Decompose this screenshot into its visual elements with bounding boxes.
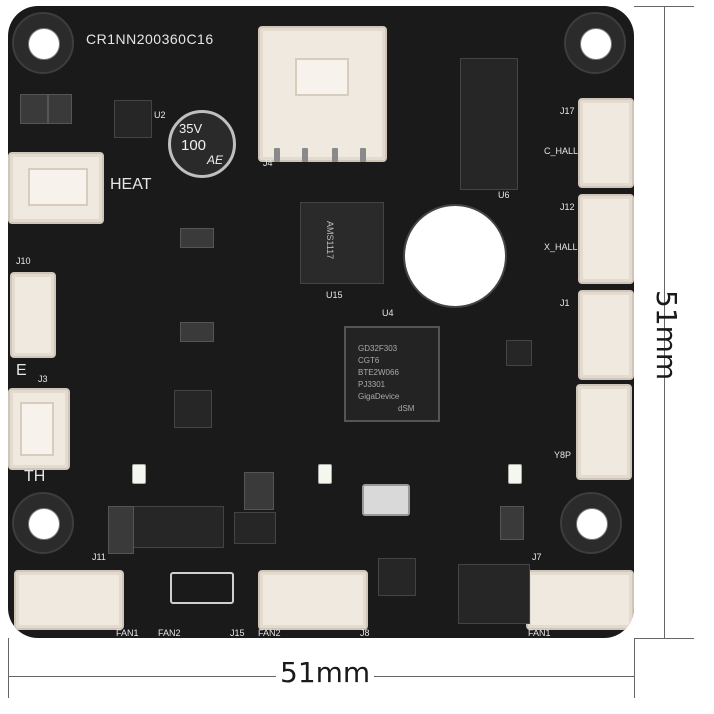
label-c-hall: C_HALL xyxy=(544,146,579,156)
connector-heat xyxy=(8,152,104,224)
connector-j15-outline xyxy=(170,572,234,604)
connector-j17 xyxy=(578,98,634,188)
mounting-hole-top-left xyxy=(12,12,74,74)
label-j3: J3 xyxy=(38,374,48,384)
label-e: E xyxy=(16,362,27,379)
label-fan1-b: FAN1 xyxy=(528,628,551,638)
label-u2: U2 xyxy=(154,110,166,120)
smd-part xyxy=(180,228,214,248)
label-y8p: Y8P xyxy=(554,450,572,460)
label-j4: J4 xyxy=(263,158,273,168)
smd-part xyxy=(108,506,134,554)
label-j15: J15 xyxy=(230,628,245,638)
dimension-tick-left xyxy=(8,638,9,698)
label-u15: U15 xyxy=(326,290,343,300)
label-u4: U4 xyxy=(382,308,394,318)
connector-fan1 xyxy=(14,570,124,630)
label-j8: J8 xyxy=(360,628,370,638)
chip-u21 xyxy=(378,558,416,596)
label-fan2: FAN2 xyxy=(158,628,181,638)
dimension-line-vertical xyxy=(664,6,665,638)
chip-u20 xyxy=(174,390,212,428)
connector-j1 xyxy=(578,290,634,380)
crystal-oscillator xyxy=(362,484,410,516)
label-j7: J7 xyxy=(532,552,542,562)
electrolytic-capacitor: 35V 100 AE xyxy=(168,110,236,178)
width-dimension-label: 51mm xyxy=(276,656,375,689)
mounting-hole-top-right xyxy=(564,12,626,74)
chip-u5 xyxy=(506,340,532,366)
smd-part xyxy=(500,506,524,540)
led-d6 xyxy=(132,464,146,484)
label-heat: HEAT xyxy=(110,176,152,193)
led-d10 xyxy=(318,464,332,484)
chip-u22 xyxy=(458,564,530,624)
label-j12: J12 xyxy=(560,202,575,212)
label-j10: J10 xyxy=(16,256,31,266)
chip-u6 xyxy=(460,58,518,190)
transistor-q6 xyxy=(234,512,276,544)
connector-j10 xyxy=(10,272,56,358)
board-model-code: CR1NN200360C16 xyxy=(86,31,214,47)
mounting-hole-bottom-right xyxy=(560,492,622,554)
connector-th xyxy=(8,388,70,470)
label-fan1: FAN1 xyxy=(116,628,139,638)
label-j17: J17 xyxy=(560,106,575,116)
smd-part xyxy=(244,472,274,510)
connector-fan1-b xyxy=(526,570,634,630)
connector-j12 xyxy=(578,194,634,284)
pcb-board: CR1NN200360C16 J4 HEAT J10 E J3 TH 35V 1… xyxy=(8,6,634,638)
label-th: TH xyxy=(24,468,46,485)
label-x-hall: X_HALL xyxy=(544,242,578,252)
transistor-array xyxy=(122,506,224,548)
label-j1: J1 xyxy=(560,298,570,308)
connector-j4 xyxy=(258,26,387,162)
smd-part xyxy=(20,94,48,124)
label-u6: U6 xyxy=(498,190,510,200)
smd-part xyxy=(48,94,72,124)
led-d9 xyxy=(508,464,522,484)
regulator-u15: AMS1117 xyxy=(300,202,384,284)
smd-part xyxy=(180,322,214,342)
dimension-tick-bottom xyxy=(634,638,694,639)
dimension-tick-right xyxy=(634,638,635,698)
center-hole xyxy=(403,204,507,308)
connector-y8p xyxy=(576,384,632,480)
connector-fan2 xyxy=(258,570,368,630)
label-fan2-b: FAN2 xyxy=(258,628,281,638)
chip-u2 xyxy=(114,100,152,138)
mcu-chip: GD32F303 CGT6 BTE2W066 PJ3301 GigaDevice… xyxy=(344,326,440,422)
mounting-hole-bottom-left xyxy=(12,492,74,554)
height-dimension-label: 51mm xyxy=(650,290,683,381)
label-j11: J11 xyxy=(92,552,106,562)
